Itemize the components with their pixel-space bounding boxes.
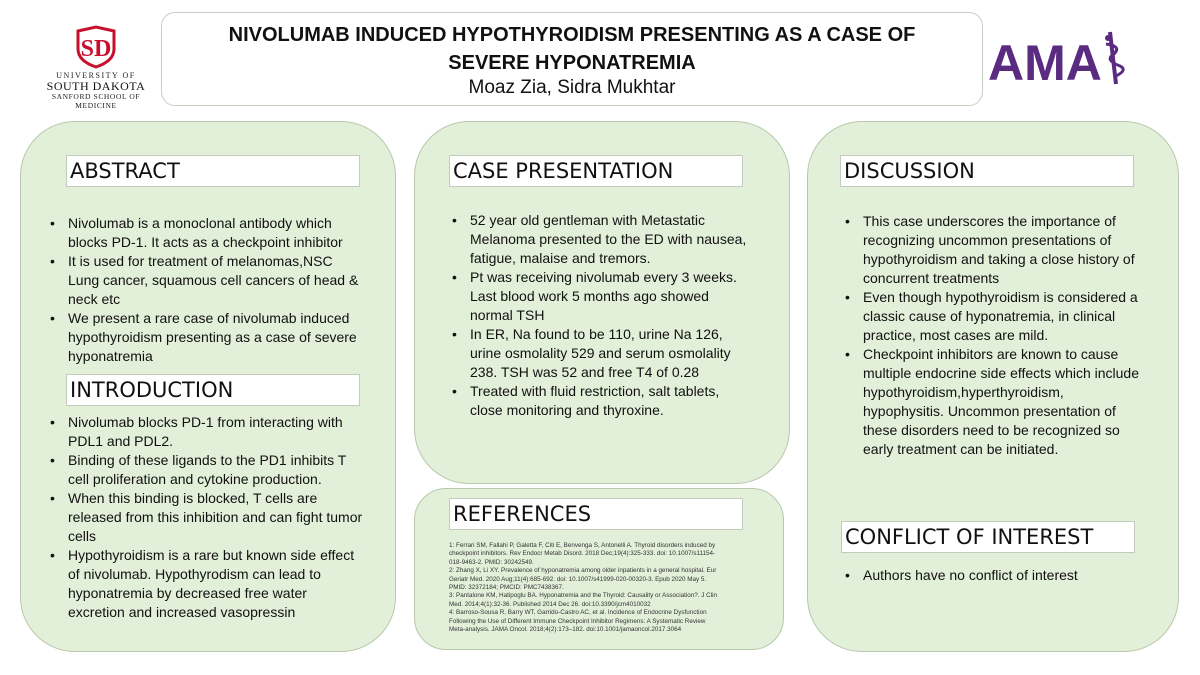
introduction-list: Nivolumab blocks PD-1 from interacting w… xyxy=(48,413,366,622)
bullet-item: This case underscores the importance of … xyxy=(843,212,1143,288)
bullet-item: Even though hypothyroidism is considered… xyxy=(843,288,1143,345)
conflict-list: Authors have no conflict of interest xyxy=(843,566,1143,585)
discussion-heading: DISCUSSION xyxy=(840,155,1134,187)
ama-logo-icon: AMA xyxy=(988,31,1125,91)
abstract-list: Nivolumab is a monoclonal antibody which… xyxy=(48,214,366,366)
usd-sd-logo-icon: SD xyxy=(76,25,116,69)
bullet-item: When this binding is blocked, T cells ar… xyxy=(48,489,366,546)
bullet-item: In ER, Na found to be 110, urine Na 126,… xyxy=(450,325,750,382)
bullet-item: Hypothyroidism is a rare but known side … xyxy=(48,546,366,622)
reference-item: 1: Ferrari SM, Fallahi P, Galetta F, Cit… xyxy=(449,542,716,566)
introduction-heading: INTRODUCTION xyxy=(66,374,360,406)
references-heading: REFERENCES xyxy=(449,498,743,530)
bullet-item: We present a rare case of nivolumab indu… xyxy=(48,309,366,366)
usd-line-3: SANFORD SCHOOL OF MEDICINE xyxy=(51,92,141,110)
usd-line-2: SOUTH DAKOTA xyxy=(46,79,146,93)
ama-logo: AMA xyxy=(988,28,1153,91)
poster-authors: Moaz Zia, Sidra Mukhtar xyxy=(468,77,676,98)
bullet-item: Pt was receiving nivolumab every 3 weeks… xyxy=(450,268,750,325)
reference-item: 4: Barroso-Sousa R, Barry WT, Garrido-Ca… xyxy=(449,609,707,634)
bullet-item: Treated with fluid restriction, salt tab… xyxy=(450,382,750,420)
case-presentation-heading: CASE PRESENTATION xyxy=(449,155,743,187)
bullet-item: Nivolumab blocks PD-1 from interacting w… xyxy=(48,413,366,451)
bullet-item: Nivolumab is a monoclonal antibody which… xyxy=(48,214,366,252)
usd-line-1: UNIVERSITY OF xyxy=(56,71,136,80)
discussion-list: This case underscores the importance of … xyxy=(843,212,1143,459)
bullet-item: It is used for treatment of melanomas,NS… xyxy=(48,252,366,309)
reference-item: 2: Zhang X, Li XY. Prevalence of hyponat… xyxy=(449,567,717,592)
usd-logo: SD UNIVERSITY OF SOUTH DAKOTA SANFORD SC… xyxy=(40,25,152,110)
svg-text:SD: SD xyxy=(81,36,112,62)
bullet-item: Checkpoint inhibitors are known to cause… xyxy=(843,345,1143,459)
reference-item: 3: Pantalone KM, Hatipoglu BA. Hyponatre… xyxy=(449,592,717,608)
bullet-item: Binding of these ligands to the PD1 inhi… xyxy=(48,451,366,489)
conflict-heading: CONFLICT OF INTEREST xyxy=(841,521,1135,553)
references-list: 1: Ferrari SM, Fallahi P, Galetta F, Cit… xyxy=(449,542,717,634)
poster-title: NIVOLUMAB INDUCED HYPOTHYROIDISM PRESENT… xyxy=(228,24,916,74)
case-presentation-list: 52 year old gentleman with Metastatic Me… xyxy=(450,211,750,420)
bullet-item: Authors have no conflict of interest xyxy=(843,566,1143,585)
ama-logo-text: AMA xyxy=(988,35,1102,88)
abstract-heading: ABSTRACT xyxy=(66,155,360,187)
poster-title-box: NIVOLUMAB INDUCED HYPOTHYROIDISM PRESENT… xyxy=(161,12,983,106)
bullet-item: 52 year old gentleman with Metastatic Me… xyxy=(450,211,750,268)
